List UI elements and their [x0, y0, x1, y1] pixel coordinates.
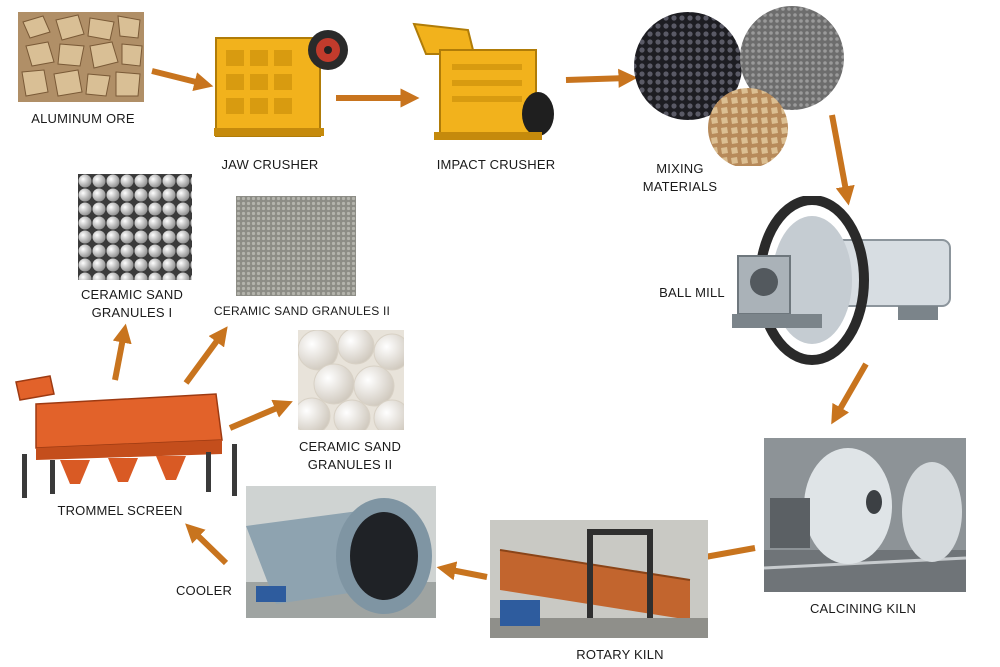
granules-ii-label-line1: CERAMIC SAND [298, 439, 402, 454]
granules-ii-label: CERAMIC SAND GRANULES II [280, 438, 420, 474]
arrow-trommel-to-granules-ii [228, 399, 293, 431]
granules-i-label-line2: GRANULES I [91, 305, 173, 320]
granules-ii-image [298, 330, 404, 430]
granules-i-image [78, 174, 192, 280]
arrow-mixing-to-ballmill [829, 114, 855, 206]
arrow-trommel-to-granules-i [112, 323, 132, 381]
mixing-materials-label: MIXING MATERIALS [620, 160, 740, 196]
cooler-label: COOLER [175, 583, 233, 598]
granules-ii-top-label: CERAMIC SAND GRANULES II [213, 304, 391, 318]
mixing-label-line1: MIXING [656, 161, 704, 176]
granules-i-label: CERAMIC SAND GRANULES I [62, 286, 202, 322]
ball-mill-image [732, 196, 951, 365]
granules-ii-top-image [236, 196, 356, 296]
arrow-cooler-to-trommel [185, 523, 229, 566]
ball-mill-label: BALL MILL [659, 285, 725, 300]
granules-ii-label-line2: GRANULES II [307, 457, 393, 472]
jaw-crusher-image [214, 30, 348, 137]
aluminum-ore-label: ALUMINUM ORE [31, 111, 135, 126]
mixing-label-line2: MATERIALS [642, 179, 718, 194]
arrow-rotary-to-cooler [436, 561, 488, 581]
arrow-ore-to-jaw [151, 68, 214, 91]
mixing-materials-image [634, 6, 844, 166]
trommel-screen-label: TROMMEL SCREEN [57, 503, 183, 518]
calcining-kiln-image [764, 438, 966, 592]
trommel-screen-image [15, 375, 237, 498]
impact-crusher-image [412, 22, 554, 140]
rotary-kiln-label: ROTARY KILN [576, 647, 664, 662]
calcining-kiln-label: CALCINING KILN [809, 601, 917, 616]
cooler-image [246, 486, 436, 618]
granules-i-label-line1: CERAMIC SAND [80, 287, 184, 302]
impact-crusher-label: IMPACT CRUSHER [436, 157, 556, 172]
aluminum-ore-image [18, 12, 144, 102]
arrow-impact-to-mixing [565, 68, 638, 88]
arrow-trommel-to-granules-ii-top [183, 326, 228, 385]
arrow-ballmill-to-calcining [831, 362, 869, 425]
rotary-kiln-image [490, 520, 708, 638]
jaw-crusher-label: JAW CRUSHER [221, 157, 319, 172]
